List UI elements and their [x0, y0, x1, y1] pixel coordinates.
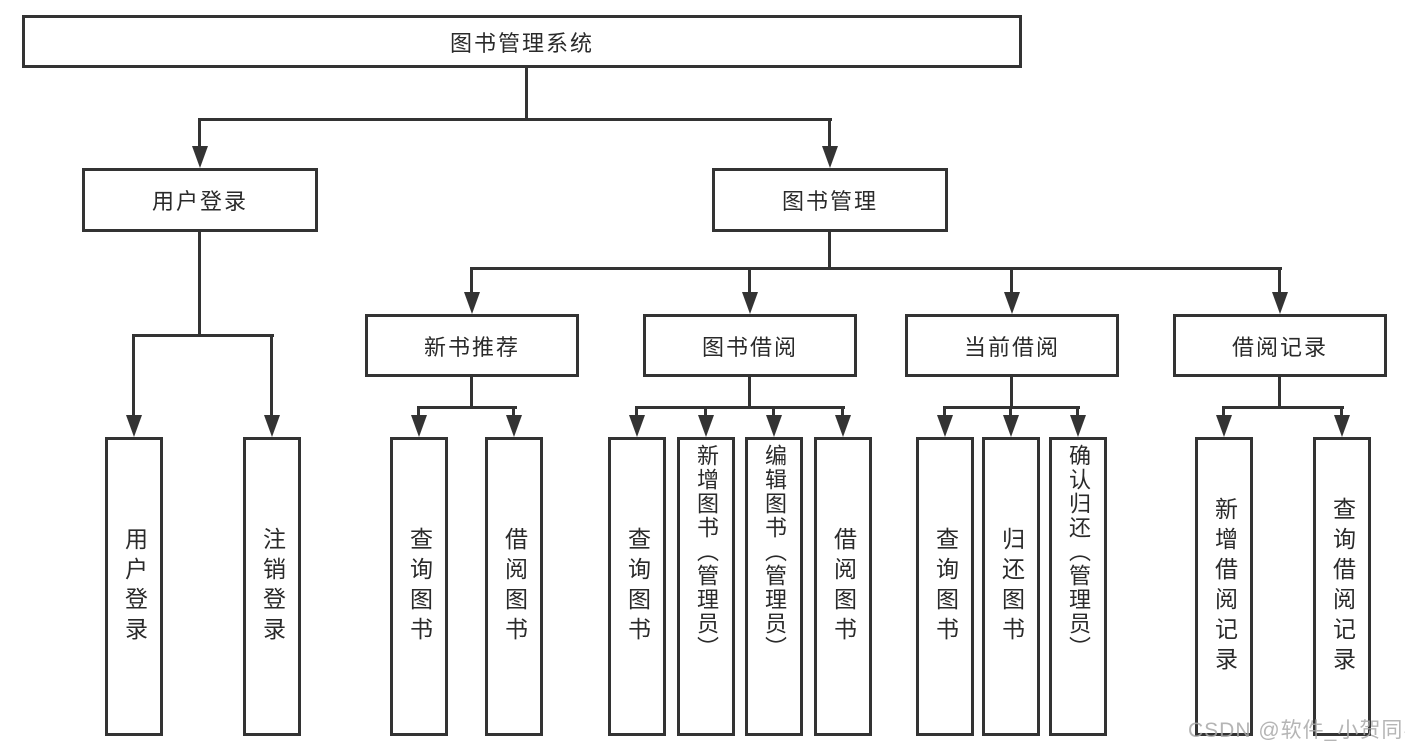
- arrow-down-icon: [698, 415, 714, 437]
- connector-newbook-stem-2: [512, 406, 515, 418]
- leaf-current-query-books: 查询图书: [916, 437, 974, 736]
- node-new-book-recommend: 新书推荐: [365, 314, 579, 377]
- leaf-label: 编辑图书（管理员）: [762, 444, 787, 660]
- leaf-label: 查询图书: [406, 526, 433, 647]
- connector-current-stem-3: [1076, 406, 1079, 418]
- arrow-down-icon: [1003, 415, 1019, 437]
- leaf-label: 借阅图书: [830, 526, 857, 647]
- connector-bookmgmt-stem-4: [1278, 267, 1281, 295]
- connector-newbook-stem-1: [417, 406, 420, 418]
- leaf-borrowing-add-book-admin: 新增图书（管理员）: [677, 437, 735, 736]
- connector-records-stem-2: [1340, 406, 1343, 418]
- arrow-down-icon: [1004, 292, 1020, 314]
- connector-root-stem-right: [828, 118, 831, 150]
- arrow-down-icon: [1334, 415, 1350, 437]
- connector-records-stem-1: [1222, 406, 1225, 418]
- connector-bookmgmt-stem-3: [1010, 267, 1013, 295]
- arrow-down-icon: [1216, 415, 1232, 437]
- arrow-down-icon: [264, 415, 280, 437]
- arrow-down-icon: [411, 415, 427, 437]
- leaf-label: 新增借阅记录: [1211, 496, 1238, 677]
- arrow-down-icon: [126, 415, 142, 437]
- connector-current-stem-1: [943, 406, 946, 418]
- connector-userlogin-hline: [132, 334, 274, 337]
- arrow-down-icon: [742, 292, 758, 314]
- leaf-label: 新增图书（管理员）: [694, 444, 719, 660]
- arrow-down-icon: [629, 415, 645, 437]
- connector-root-stem-left: [198, 118, 201, 150]
- arrow-down-icon: [506, 415, 522, 437]
- arrow-down-icon: [1070, 415, 1086, 437]
- connector-userlogin-stem-1: [132, 334, 135, 417]
- arrow-down-icon: [766, 415, 782, 437]
- leaf-label: 归还图书: [998, 526, 1025, 647]
- leaf-borrowing-borrow-books: 借阅图书: [814, 437, 872, 736]
- node-book-borrowing: 图书借阅: [643, 314, 857, 377]
- leaf-borrowing-query-books: 查询图书: [608, 437, 666, 736]
- leaf-newbook-borrow-books: 借阅图书: [485, 437, 543, 736]
- leaf-records-query-borrow-record: 查询借阅记录: [1313, 437, 1371, 736]
- connector-records-hline: [1222, 406, 1344, 409]
- leaf-current-return-books: 归还图书: [982, 437, 1040, 736]
- leaf-newbook-query-books: 查询图书: [390, 437, 448, 736]
- leaf-label: 借阅图书: [501, 526, 528, 647]
- leaf-current-confirm-return-admin: 确认归还（管理员）: [1049, 437, 1107, 736]
- node-library-management-system: 图书管理系统: [22, 15, 1022, 68]
- leaf-user-login: 用户登录: [105, 437, 163, 736]
- connector-newbook-vline: [470, 377, 473, 409]
- connector-userlogin-vline: [198, 232, 201, 337]
- node-book-management: 图书管理: [712, 168, 948, 232]
- connector-bookmgmt-stem-1: [470, 267, 473, 295]
- arrow-down-icon: [464, 292, 480, 314]
- csdn-watermark: CSDN @软件_小贺同学: [1188, 719, 1405, 742]
- connector-borrowing-stem-4: [841, 406, 844, 418]
- leaf-label: 注销登录: [259, 526, 286, 647]
- connector-userlogin-stem-2: [270, 334, 273, 417]
- connector-bookmgmt-stem-2: [748, 267, 751, 295]
- arrow-down-icon: [937, 415, 953, 437]
- leaf-logout: 注销登录: [243, 437, 301, 736]
- connector-borrowing-stem-1: [635, 406, 638, 418]
- node-current-borrowing: 当前借阅: [905, 314, 1119, 377]
- connector-newbook-hline: [417, 406, 517, 409]
- leaf-label: 查询图书: [624, 526, 651, 647]
- leaf-label: 查询借阅记录: [1329, 496, 1356, 677]
- connector-root-vline: [525, 66, 528, 120]
- connector-borrowing-stem-3: [772, 406, 775, 418]
- connector-bookmgmt-vline: [828, 232, 831, 270]
- leaf-records-add-borrow-record: 新增借阅记录: [1195, 437, 1253, 736]
- arrow-down-icon: [835, 415, 851, 437]
- connector-current-vline: [1010, 377, 1013, 409]
- connector-root-hline: [198, 118, 832, 121]
- node-borrow-records: 借阅记录: [1173, 314, 1387, 377]
- connector-borrowing-vline: [748, 377, 751, 409]
- node-user-login: 用户登录: [82, 168, 318, 232]
- leaf-borrowing-edit-book-admin: 编辑图书（管理员）: [745, 437, 803, 736]
- leaf-label: 查询图书: [932, 526, 959, 647]
- connector-borrowing-stem-2: [704, 406, 707, 418]
- connector-current-stem-2: [1009, 406, 1012, 418]
- leaf-label: 用户登录: [121, 526, 148, 647]
- arrow-down-icon: [822, 146, 838, 168]
- leaf-label: 确认归还（管理员）: [1066, 444, 1091, 660]
- arrow-down-icon: [192, 146, 208, 168]
- connector-bookmgmt-hline: [470, 267, 1282, 270]
- arrow-down-icon: [1272, 292, 1288, 314]
- connector-borrowing-hline: [635, 406, 845, 409]
- connector-records-vline: [1278, 377, 1281, 409]
